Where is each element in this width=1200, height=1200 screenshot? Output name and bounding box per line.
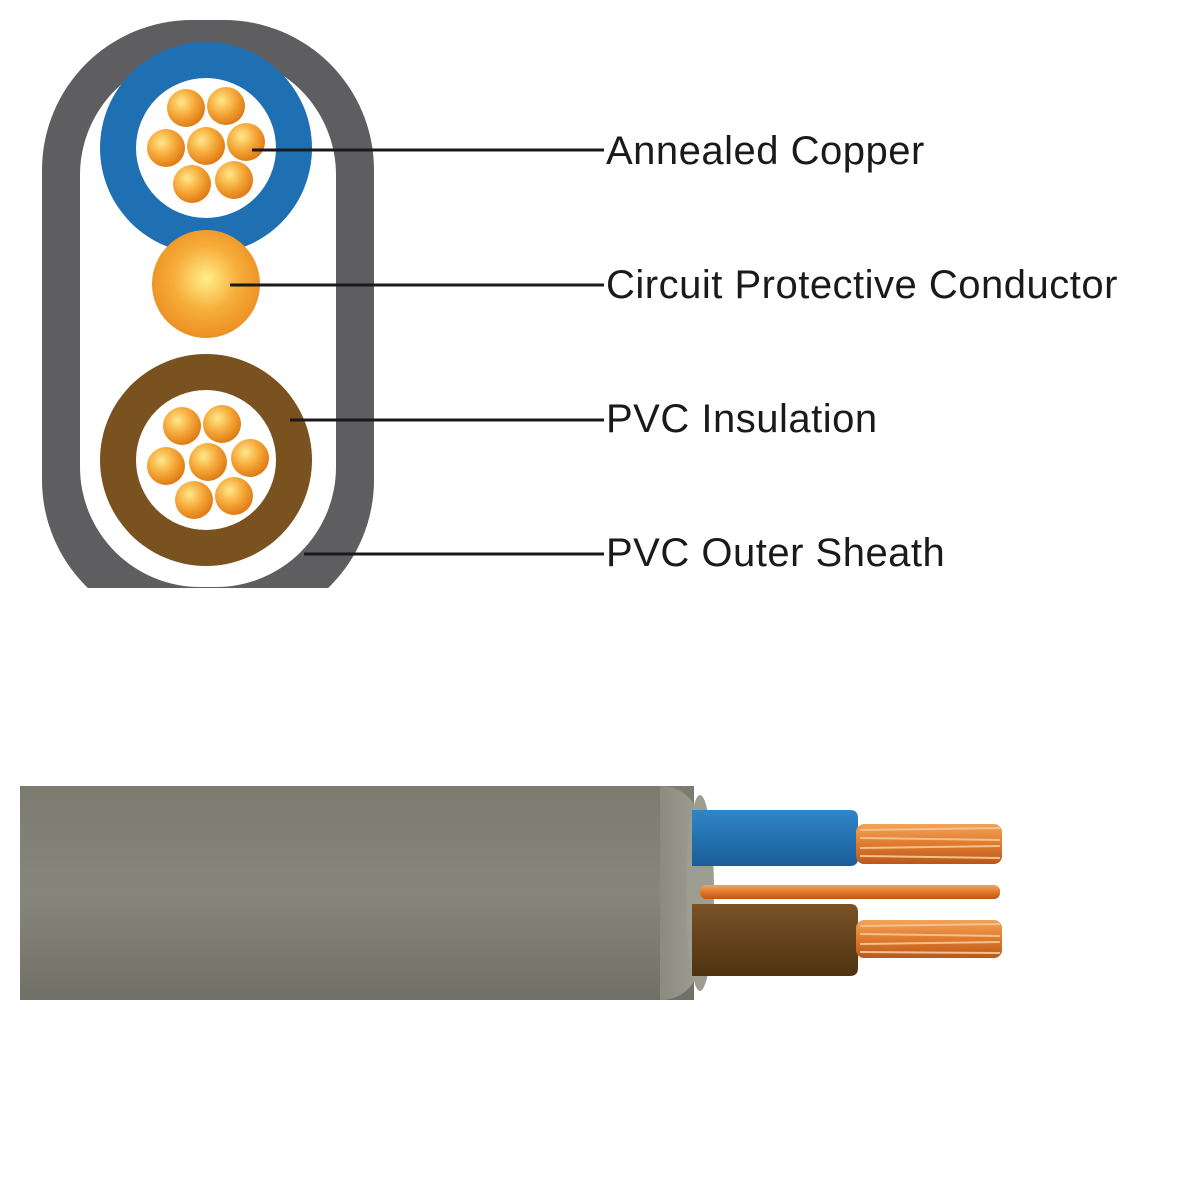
- blue-core-strands: [147, 87, 265, 203]
- cable-sheath-body: [20, 786, 694, 1000]
- blue-core-side: [692, 810, 858, 866]
- label-annealed-copper: Annealed Copper: [606, 129, 925, 173]
- brown-core-strands: [147, 405, 269, 519]
- brown-core-copper: [856, 920, 1002, 958]
- cpc-conductor: [152, 230, 260, 338]
- label-circuit-protective-conductor: Circuit Protective Conductor: [606, 263, 1118, 307]
- blue-core-copper: [856, 824, 1002, 864]
- label-pvc-outer-sheath: PVC Outer Sheath: [606, 531, 946, 575]
- cpc-side: [700, 885, 1000, 899]
- brown-core-side: [692, 904, 858, 976]
- cable-side-view: [20, 786, 1002, 1000]
- label-pvc-insulation: PVC Insulation: [606, 397, 878, 441]
- cable-cross-section: [42, 20, 604, 588]
- leader-lines: [230, 148, 604, 556]
